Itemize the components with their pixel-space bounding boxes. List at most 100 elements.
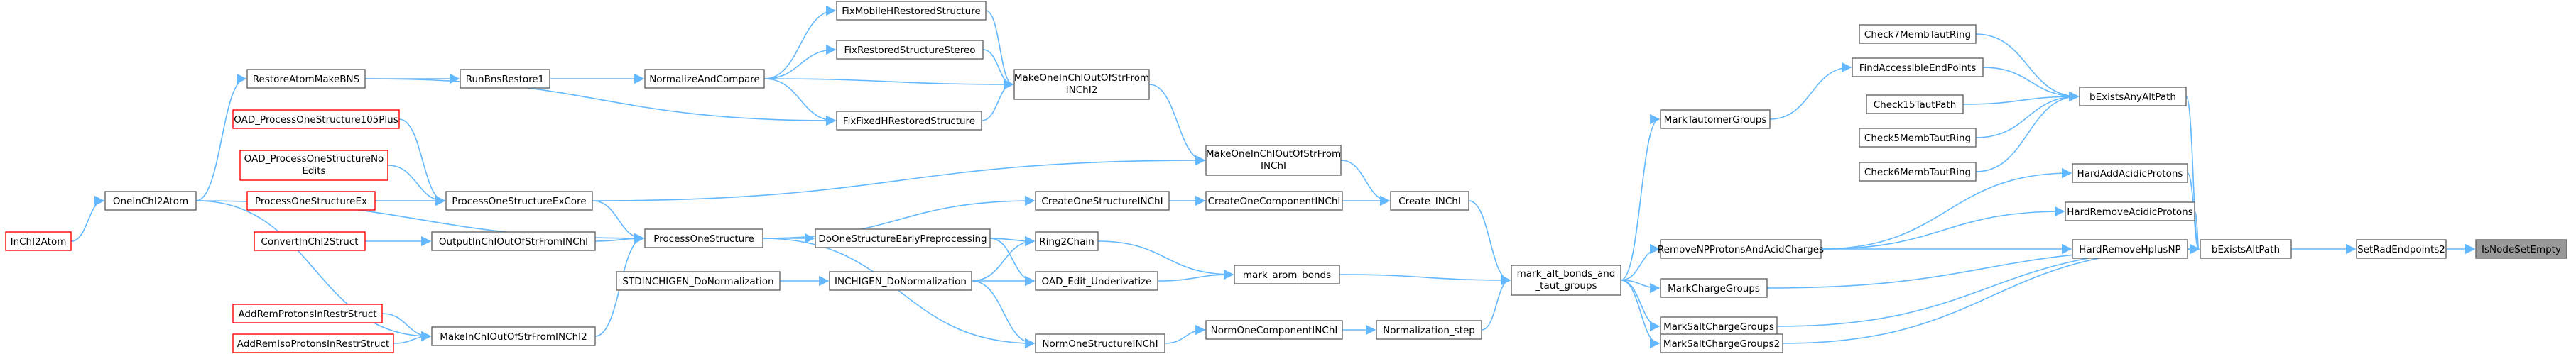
node-normalization-step[interactable]: Normalization_step	[1376, 320, 1482, 340]
node-oad-process-one-structure105-plus[interactable]: OAD_ProcessOneStructure105Plus	[232, 109, 400, 129]
node-mark-salt-charge-groups2[interactable]: MarkSaltChargeGroups2	[1660, 333, 1783, 353]
node-add-rem-protons-in-restr-struct[interactable]: AddRemProtonsInRestrStruct	[232, 304, 383, 323]
node-create-one-component-inch-i[interactable]: CreateOneComponentINChI	[1205, 191, 1343, 211]
node-in-ch-i2-atom[interactable]: InChI2Atom	[5, 231, 72, 251]
node-stdinchigen-do-normalization[interactable]: STDINCHIGEN_DoNormalization	[616, 271, 781, 291]
edge-hard-add-acidic-protons-remove-npprotons-and-acid-charges	[1820, 167, 2072, 250]
node-b-exists-any-alt-path[interactable]: bExistsAnyAltPath	[2079, 87, 2187, 106]
node-box	[1866, 94, 1964, 114]
node-create-inch-i[interactable]: Create_INChI	[1390, 191, 1469, 211]
node-process-one-structure-ex[interactable]: ProcessOneStructureEx	[246, 191, 376, 211]
edge-fix-fixed-hrestored-structure-normalize-and-compare	[763, 78, 837, 126]
node-box	[1035, 231, 1099, 251]
node-label: OAD_Edit_Underivatize	[1042, 276, 1152, 287]
edge-fix-mobile-hrestored-structure-normalize-and-compare	[763, 5, 837, 79]
node-box	[5, 231, 72, 251]
node-label: RunBnsRestore1	[466, 74, 545, 85]
node-set-rad-endpoints2[interactable]: SetRadEndpoints2	[2356, 239, 2447, 259]
edge-make-one-in-ch-iout-of-str-from-inch-i2-fix-restored-structure-stereo	[982, 49, 1014, 90]
node-label: bExistsAltPath	[2212, 244, 2280, 255]
node-label: ConvertInChI2Struct	[261, 236, 358, 248]
node-restore-atom-make-bns[interactable]: RestoreAtomMakeBNS	[246, 69, 366, 89]
edge-make-one-in-ch-iout-of-str-from-inch-i-process-one-structure-ex-core	[592, 155, 1206, 201]
node-mark-salt-charge-groups[interactable]: MarkSaltChargeGroups	[1660, 316, 1778, 336]
node-process-one-structure-ex-core[interactable]: ProcessOneStructureExCore	[445, 191, 593, 211]
node-check7-memb-taut-ring[interactable]: Check7MembTautRing	[1859, 24, 1977, 44]
node-hard-add-acidic-protons[interactable]: HardAddAcidicProtons	[2072, 163, 2188, 183]
node-b-exists-alt-path[interactable]: bExistsAltPath	[2200, 239, 2292, 259]
node-fix-fixed-hrestored-structure[interactable]: FixFixedHRestoredStructure	[836, 111, 982, 131]
node-norm-one-structure-inch-i[interactable]: NormOneStructureINChI	[1035, 333, 1165, 353]
node-box	[431, 231, 596, 251]
edge-oad-edit-underivatize-do-one-structure-early-preprocessing	[989, 238, 1036, 287]
node-box	[232, 304, 383, 323]
node-process-one-structure[interactable]: ProcessOneStructure	[644, 228, 763, 248]
node-label: NormalizeAndCompare	[649, 74, 760, 85]
node-box	[239, 150, 388, 181]
node-inchigen-do-normalization[interactable]: INCHIGEN_DoNormalization	[829, 271, 972, 291]
node-check5-memb-taut-ring[interactable]: Check5MembTautRing	[1859, 128, 1977, 148]
node-box	[1035, 271, 1158, 291]
node-normalize-and-compare[interactable]: NormalizeAndCompare	[644, 69, 765, 89]
node-box	[232, 333, 394, 353]
node-mark-alt-bonds[interactable]: mark_alt_bonds_and_taut_groups	[1511, 265, 1621, 296]
node-fix-restored-structure-stereo[interactable]: FixRestoredStructureStereo	[836, 40, 984, 60]
edge-b-exists-alt-path-mark-salt-charge-groups2	[1782, 243, 2200, 344]
node-box	[829, 271, 972, 291]
node-label: FindAccessibleEndPoints	[1859, 62, 1976, 74]
node-add-rem-iso-protons-in-restr-struct[interactable]: AddRemIsoProtonsInRestrStruct	[232, 333, 394, 353]
edge-process-one-structure-process-one-structure-ex-core	[592, 200, 645, 244]
node-label-line: INChI2	[1066, 84, 1098, 96]
node-box	[1035, 191, 1170, 211]
node-label: IsNodeSetEmpty	[2482, 244, 2561, 255]
node-label: Check15TautPath	[1874, 99, 1957, 111]
node-norm-one-component-inch-i[interactable]: NormOneComponentINChI	[1205, 320, 1343, 340]
node-label: RemoveNPProtonsAndAcidCharges	[1658, 244, 1824, 255]
node-box	[232, 109, 400, 129]
node-box	[1376, 320, 1482, 340]
node-hard-remove-acidic-protons[interactable]: HardRemoveAcidicProtons	[2065, 201, 2195, 221]
node-create-one-structure-inch-i[interactable]: CreateOneStructureINChI	[1035, 191, 1170, 211]
node-label: CreateOneStructureINChI	[1041, 196, 1163, 207]
node-check6-memb-taut-ring[interactable]: Check6MembTautRing	[1859, 162, 1977, 182]
node-hard-remove-hplus-np[interactable]: HardRemoveHplusNP	[2072, 239, 2188, 259]
edge-make-one-in-ch-iout-of-str-from-inch-i2-fix-fixed-hrestored-structure	[981, 79, 1014, 121]
node-label: Ring2Chain	[1039, 236, 1094, 248]
node-do-one-structure-early-preprocessing[interactable]: DoOneStructureEarlyPreprocessing	[815, 228, 991, 248]
edge-make-one-in-ch-iout-of-str-from-inch-i2-normalize-and-compare	[763, 78, 1014, 90]
node-is-node-set-empty[interactable]: IsNodeSetEmpty	[2475, 239, 2567, 259]
node-find-accessible-end-points[interactable]: FindAccessibleEndPoints	[1852, 57, 1984, 77]
node-remove-npprotons-and-acid-charges[interactable]: RemoveNPProtonsAndAcidCharges	[1658, 239, 1824, 259]
edge-mark-alt-bonds-mark-arom-bonds	[1339, 274, 1511, 286]
edge-one-in-ch-i2-atom-in-ch-i2-atom	[70, 195, 105, 242]
edge-mark-arom-bonds-ring2-chain	[1097, 240, 1234, 280]
edge-mark-tautomer-groups-mark-alt-bonds	[1620, 114, 1661, 281]
node-run-bns-restore1[interactable]: RunBnsRestore1	[460, 69, 550, 89]
node-one-in-ch-i2-atom[interactable]: OneInChI2Atom	[104, 191, 197, 211]
node-check15-taut-path[interactable]: Check15TautPath	[1866, 94, 1964, 114]
node-make-in-ch-iout-of-str-from-inch-i2[interactable]: MakeInChIOutOfStrFromINChI2	[431, 326, 596, 346]
edge-norm-one-structure-inch-i-inchigen-do-normalization	[971, 280, 1036, 349]
node-label: Check6MembTautRing	[1864, 167, 1971, 178]
node-fix-mobile-hrestored-structure[interactable]: FixMobileHRestoredStructure	[836, 1, 987, 21]
node-label-line: mark_alt_bonds_and	[1517, 268, 1616, 280]
node-label: FixRestoredStructureStereo	[844, 45, 975, 56]
edge-norm-one-structure-inch-i-process-one-structure	[762, 238, 1036, 349]
node-ring2-chain[interactable]: Ring2Chain	[1035, 231, 1099, 251]
node-convert-in-ch-i2-struct[interactable]: ConvertInChI2Struct	[254, 231, 366, 251]
edge-mark-alt-bonds-create-inch-i	[1468, 200, 1511, 286]
node-box	[2475, 239, 2567, 259]
node-box	[445, 191, 593, 211]
node-mark-arom-bonds[interactable]: mark_arom_bonds	[1234, 265, 1340, 284]
edge-make-one-in-ch-iout-of-str-from-inch-i2-fix-mobile-hrestored-structure	[985, 10, 1014, 90]
node-mark-tautomer-groups[interactable]: MarkTautomerGroups	[1660, 109, 1771, 129]
node-mark-charge-groups[interactable]: MarkChargeGroups	[1660, 278, 1768, 298]
node-box	[254, 231, 366, 251]
edge-make-in-ch-iout-of-str-from-inch-i2-one-in-ch-i2-atom	[195, 200, 432, 342]
node-label: NormOneStructureINChI	[1042, 338, 1158, 350]
node-oad-edit-underivatize[interactable]: OAD_Edit_Underivatize	[1035, 271, 1158, 291]
node-output-in-ch-iout-of-str-from-inch-i[interactable]: OutputInChIOutOfStrFromINChI	[431, 231, 596, 251]
